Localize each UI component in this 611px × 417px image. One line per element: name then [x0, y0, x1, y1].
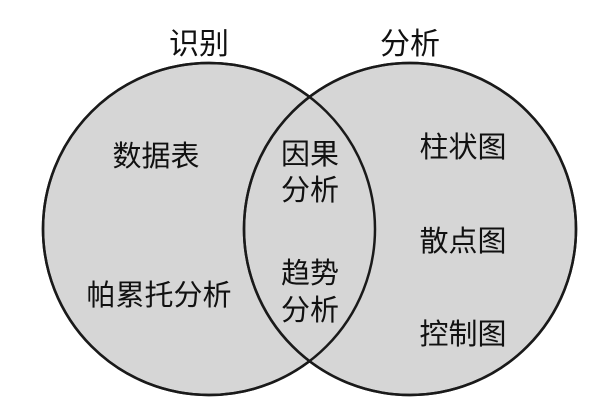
- left-set-title: 识别: [169, 27, 229, 62]
- intersection-item-trend-line1: 趋势: [281, 256, 339, 290]
- left-item-data-table: 数据表: [112, 139, 199, 173]
- left-circle-outline: [41, 61, 377, 397]
- intersection-item-trend-line2: 分析: [281, 293, 339, 327]
- right-item-control-chart: 控制图: [419, 317, 506, 351]
- right-set-title: 分析: [380, 27, 440, 62]
- intersection-item-cause-effect-line2: 分析: [281, 173, 339, 207]
- right-circle: [242, 61, 578, 397]
- right-item-scatter-plot: 散点图: [419, 224, 506, 258]
- right-item-bar-chart: 柱状图: [419, 130, 506, 164]
- right-circle-outline: [242, 61, 578, 397]
- intersection-item-cause-effect-line1: 因果: [281, 137, 339, 171]
- left-item-pareto-analysis: 帕累托分析: [86, 278, 231, 312]
